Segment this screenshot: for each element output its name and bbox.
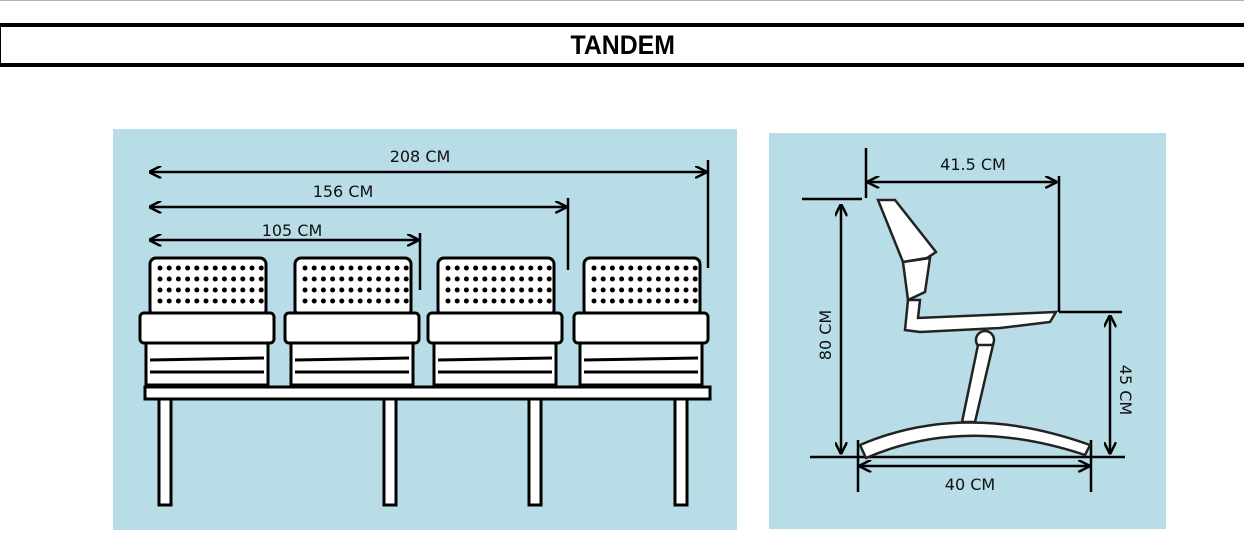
- dimension-lines: [150, 160, 710, 290]
- title-bar: TANDEM: [0, 23, 1244, 67]
- page-title: TANDEM: [570, 30, 676, 60]
- dimension-height: 80 CM: [816, 310, 835, 360]
- front-view-panel: 208 CM 156 CM 105 CM: [113, 129, 737, 530]
- dimension-208: 208 CM: [390, 147, 451, 166]
- chair-4: [572, 256, 710, 387]
- beam-and-legs: [143, 385, 712, 507]
- chair-side-drawing: [858, 198, 1092, 460]
- dimension-105: 105 CM: [262, 221, 323, 240]
- dimension-seat-height: 45 CM: [1116, 365, 1135, 415]
- page-top-rule: [0, 0, 1244, 1]
- chair-2: [283, 256, 421, 387]
- side-dimension-lines: [802, 148, 1125, 492]
- dimension-base-width: 40 CM: [945, 475, 995, 494]
- chair-3: [426, 256, 564, 387]
- dimension-depth: 41.5 CM: [940, 155, 1006, 174]
- dimension-156: 156 CM: [313, 182, 374, 201]
- chair-1: [138, 256, 276, 387]
- side-view-panel: 41.5 CM 80 CM 45 CM 40 CM: [769, 133, 1166, 529]
